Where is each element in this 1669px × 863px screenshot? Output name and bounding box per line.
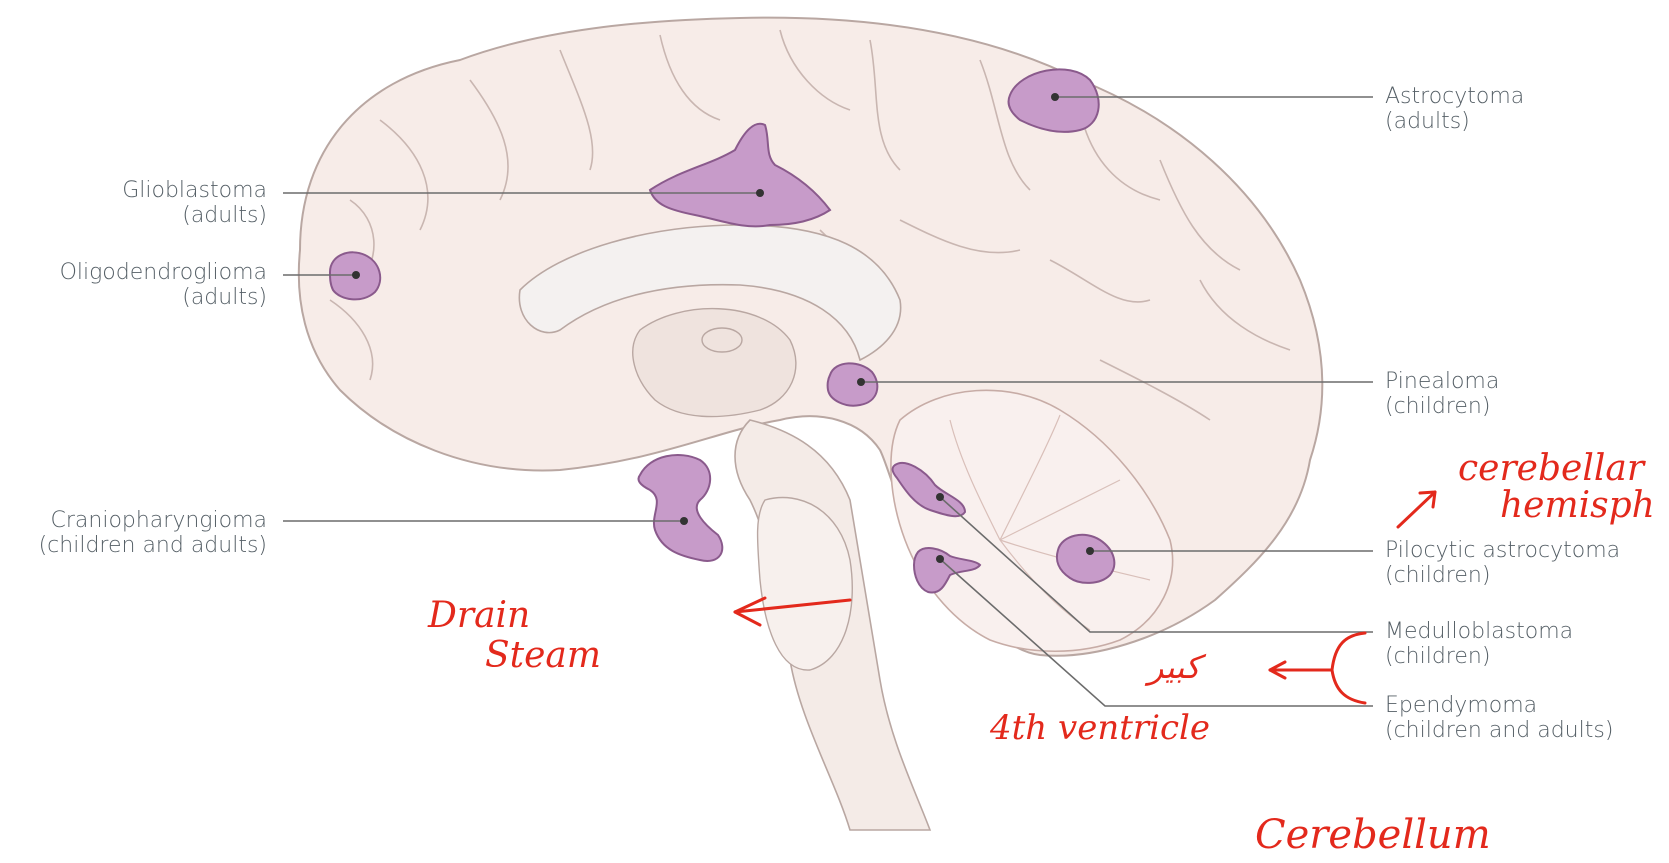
label-pilocytic-astrocytoma: Pilocytic astrocytoma (children) (1385, 538, 1620, 588)
pinealoma-name: Pinealoma (1385, 369, 1499, 394)
craniopharyngioma-tumor (638, 455, 722, 561)
astrocytoma-group: (adults) (1385, 109, 1524, 134)
glioblastoma-name: Glioblastoma (122, 178, 267, 203)
label-pinealoma: Pinealoma (children) (1385, 369, 1499, 419)
note-fourth-ventricle: 4th ventricle (990, 708, 1210, 748)
label-glioblastoma: Glioblastoma (adults) (122, 178, 267, 228)
label-medulloblastoma: Medulloblastoma (children) (1385, 619, 1573, 669)
craniopharyngioma-name: Craniopharyngioma (39, 508, 267, 533)
cerebellar-arrow (1398, 492, 1435, 527)
oligodendroglioma-name: Oligodendroglioma (60, 260, 267, 285)
oligodendroglioma-group: (adults) (60, 285, 267, 310)
glioblastoma-group: (adults) (122, 203, 267, 228)
label-astrocytoma: Astrocytoma (adults) (1385, 84, 1524, 134)
note-cerebellum: Cerebellum (1255, 812, 1491, 858)
medulloblastoma-name: Medulloblastoma (1385, 619, 1573, 644)
note-cerebellar-2: hemisph (1500, 485, 1655, 526)
label-oligodendroglioma: Oligodendroglioma (adults) (60, 260, 267, 310)
note-brain-stem-2: Steam (485, 635, 601, 676)
medulloblastoma-group: (children) (1385, 644, 1573, 669)
craniopharyngioma-group: (children and adults) (39, 533, 267, 558)
note-brain-stem-1: Drain (428, 595, 530, 636)
astrocytoma-name: Astrocytoma (1385, 84, 1524, 109)
label-craniopharyngioma: Craniopharyngioma (children and adults) (39, 508, 267, 558)
ependymoma-group: (children and adults) (1385, 718, 1613, 743)
pinealoma-tumor (828, 363, 878, 405)
note-cerebellar-1: cerebellar (1458, 448, 1644, 489)
pilocytic-group: (children) (1385, 563, 1620, 588)
pilocytic-name: Pilocytic astrocytoma (1385, 538, 1620, 563)
note-arabic: كبير (1148, 648, 1200, 686)
brace (1332, 633, 1365, 703)
ependymoma-name: Ependymoma (1385, 693, 1613, 718)
thalamus (633, 309, 796, 417)
pinealoma-group: (children) (1385, 394, 1499, 419)
label-ependymoma: Ependymoma (children and adults) (1385, 693, 1613, 743)
